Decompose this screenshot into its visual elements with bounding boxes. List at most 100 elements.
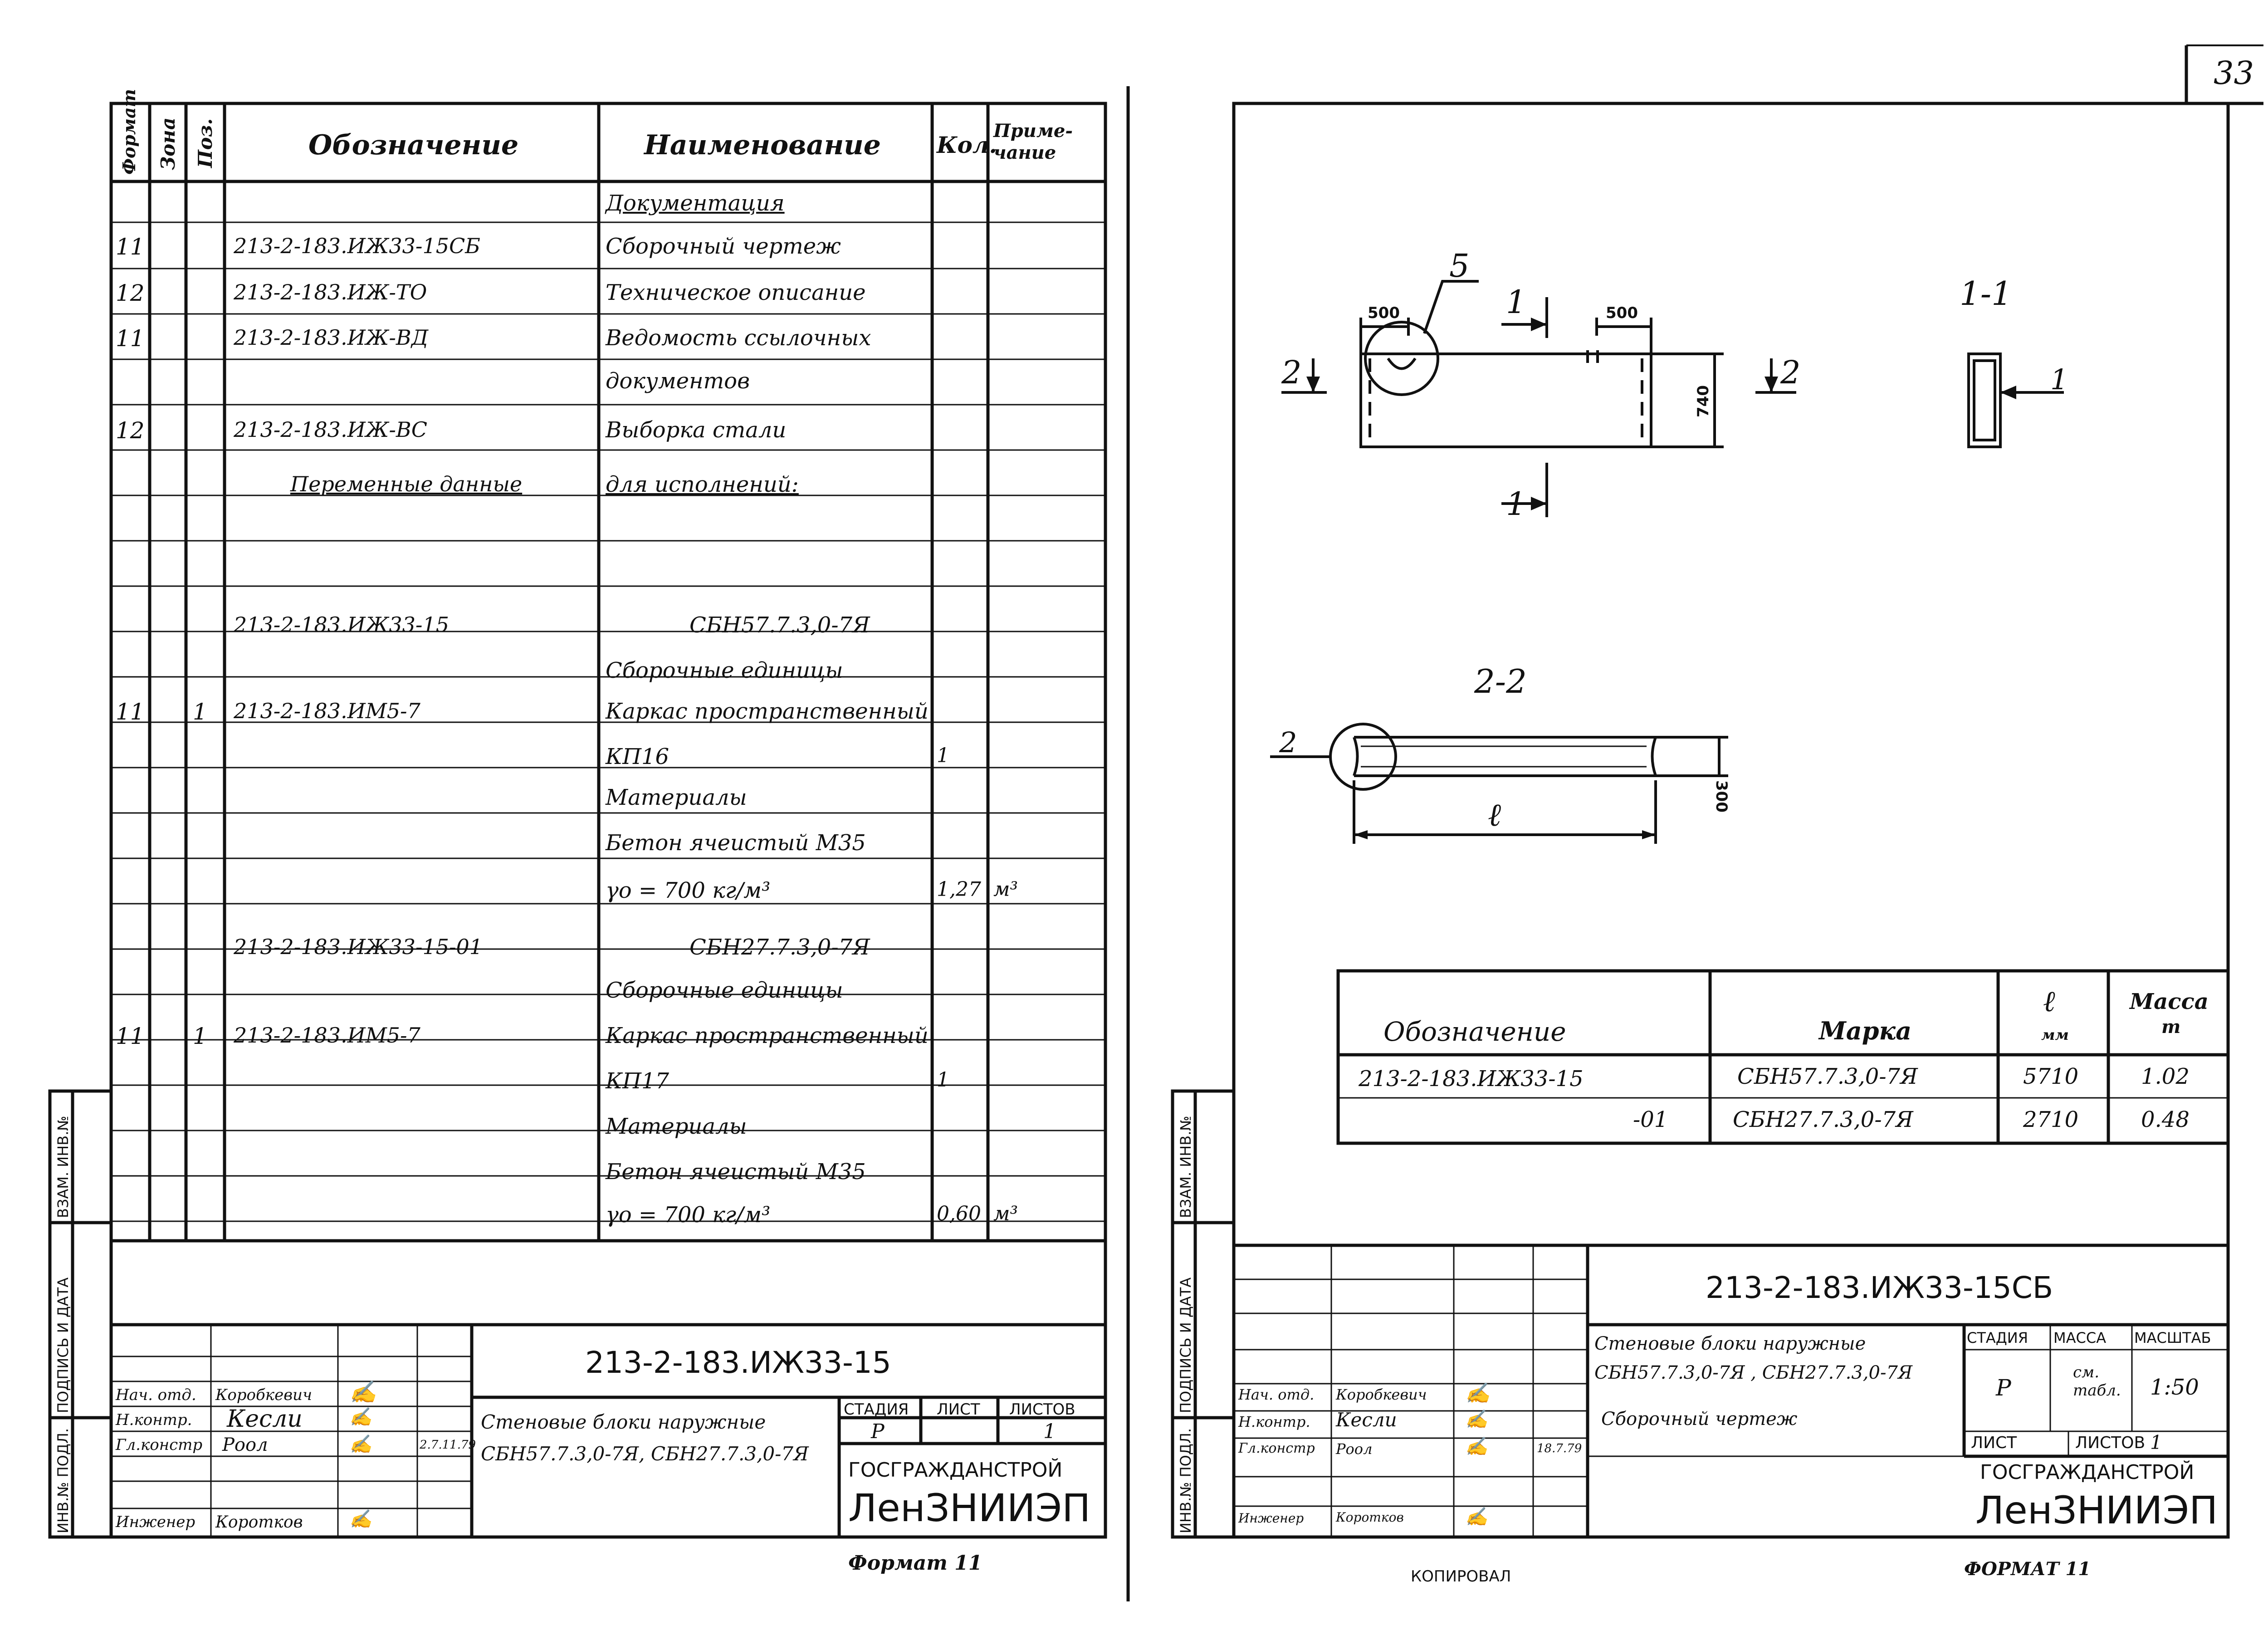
spec-name-cell: КП17 xyxy=(606,1068,670,1094)
spec-name-cell: КП16 xyxy=(606,744,670,769)
spec-designation-cell: 213-2-183.ИМ5-7 xyxy=(234,1023,420,1048)
role-norm-control-right: Н.контр. xyxy=(1238,1413,1310,1430)
institute-name: ЛенЗНИИЭП xyxy=(848,1486,1091,1530)
doc-subtitle-right: Сборочный чертеж xyxy=(1601,1409,1798,1429)
spec-format-cell: 11 xyxy=(116,325,145,352)
sheets-label: ЛИСТОВ xyxy=(1009,1400,1075,1419)
spec-name-cell: Каркас пространственный xyxy=(606,1023,929,1048)
dim-740: 740 xyxy=(1694,385,1712,417)
side-label-sign-date: ПОДПИСЬ И ДАТА xyxy=(54,1277,72,1413)
signature-1: ✍ xyxy=(349,1380,376,1405)
marks-row1-designation: 213-2-183.ИЖ33-15 xyxy=(1359,1066,1584,1092)
signature-right-4: ✍ xyxy=(1465,1507,1488,1527)
side-label-repl-inv-right: ВЗАМ. ИНВ.№ xyxy=(1177,1116,1194,1218)
spec-note-cell: м³ xyxy=(993,878,1018,901)
spec-format-cell: 11 xyxy=(116,699,145,725)
marks-header-length-unit: мм xyxy=(2041,1026,2069,1043)
spec-name-cell: Техническое описание xyxy=(606,280,866,305)
signature-3: ✍ xyxy=(349,1434,372,1455)
side-label-inv-orig-right: ИНВ.№ ПОДЛ. xyxy=(1177,1428,1194,1533)
name-engineer-right: Коротков xyxy=(1336,1510,1404,1525)
marks-row1-length: 5710 xyxy=(2023,1064,2079,1089)
role-chief-designer-right: Гл.констр xyxy=(1238,1440,1315,1456)
name-norm-control: Кесли xyxy=(227,1405,303,1433)
marks-header-mass: Масса xyxy=(2130,989,2209,1014)
spec-name-cell: Выборка стали xyxy=(606,417,787,443)
marks-header-mass-unit: т xyxy=(2161,1016,2181,1038)
spec-pos-cell: 1 xyxy=(193,1023,207,1049)
header-pos: Поз. xyxy=(194,118,216,168)
spec-format-cell: 12 xyxy=(116,280,145,306)
spec-format-cell: 11 xyxy=(116,234,145,260)
doc-title: Стеновые блоки наружные СБН57.7.3,0-7Я, … xyxy=(481,1411,809,1465)
spec-name-cell: Бетон ячеистый М35 xyxy=(606,830,866,856)
signature-4: ✍ xyxy=(349,1509,372,1530)
section-title-1-1: 1-1 xyxy=(1960,274,2012,313)
signature-right-1: ✍ xyxy=(1465,1382,1490,1405)
dim-500-right: 500 xyxy=(1606,304,1638,322)
sheets-label-right: ЛИСТОВ xyxy=(2075,1434,2146,1452)
marks-header-mark: Марка xyxy=(1819,1016,1912,1045)
spec-name-cell: СБН57.7.3,0-7Я xyxy=(689,612,870,638)
role-chief-designer: Гл.констр xyxy=(116,1436,203,1454)
marks-row2-mark: СБН27.7.3,0-7Я xyxy=(1733,1107,1913,1132)
name-chief-designer-right: Роол xyxy=(1336,1440,1373,1458)
signature-right-2: ✍ xyxy=(1465,1409,1488,1430)
marks-row2-mass: 0.48 xyxy=(2141,1107,2190,1132)
scale-label-right: МАСШТАБ xyxy=(2134,1329,2211,1346)
spec-designation-cell: 213-2-183.ИМ5-7 xyxy=(234,699,420,723)
spec-designation-cell: Переменные данные xyxy=(290,472,523,496)
spec-designation-cell: 213-2-183.ИЖ33-15 xyxy=(234,612,449,637)
spec-name-cell: Материалы xyxy=(606,785,747,810)
marks-row1-mark: СБН57.7.3,0-7Я xyxy=(1737,1064,1918,1089)
spec-format-cell: 12 xyxy=(116,417,145,444)
doc-code-right: 213-2-183.ИЖ33-15СБ xyxy=(1706,1270,2053,1305)
copied-by-label: КОПИРОВАЛ xyxy=(1411,1567,1511,1586)
spec-name-cell: СБН27.7.3,0-7Я xyxy=(689,935,870,960)
role-head-dept-right: Нач. отд. xyxy=(1238,1386,1315,1403)
header-designation: Обозначение xyxy=(308,129,519,161)
spec-name-cell: Сборочные единицы xyxy=(606,978,843,1003)
marks-row1-mass: 1.02 xyxy=(2141,1064,2190,1089)
spec-name-cell: Документация xyxy=(606,191,785,216)
mass-value-right: см. табл. xyxy=(2073,1363,2121,1400)
spec-name-cell: Материалы xyxy=(606,1114,747,1139)
stage-label: СТАДИЯ xyxy=(844,1400,909,1419)
spec-format-cell: 11 xyxy=(116,1023,145,1049)
spec-name-cell: Каркас пространственный xyxy=(606,699,929,724)
stage-value-right: Р xyxy=(1996,1375,2011,1401)
spec-name-cell: γo = 700 кг/м³ xyxy=(606,1202,771,1228)
name-chief-designer: Роол xyxy=(222,1434,268,1455)
section-mark-1-top: 1 xyxy=(1506,284,1526,321)
sheet-label-right: ЛИСТ xyxy=(1971,1434,2017,1452)
spec-designation-cell: 213-2-183.ИЖ33-15СБ xyxy=(234,234,480,258)
doc-title-right: Стеновые блоки наружные СБН57.7.3,0-7Я ,… xyxy=(1594,1333,1913,1383)
section-mark-2-right: 2 xyxy=(1780,354,1801,391)
spec-name-cell: Сборочный чертеж xyxy=(606,234,841,259)
role-norm-control: Н.контр. xyxy=(116,1411,192,1429)
sheet-label: ЛИСТ xyxy=(937,1400,980,1419)
section-1-1-leader: 1 xyxy=(2050,363,2068,396)
marks-row2-designation: -01 xyxy=(1633,1107,1668,1132)
section-mark-2-left: 2 xyxy=(1281,354,1302,391)
dim-500-left: 500 xyxy=(1368,304,1400,322)
name-head-dept-right: Коробкевич xyxy=(1336,1386,1427,1403)
name-norm-control-right: Кесли xyxy=(1336,1409,1397,1431)
mass-label-right: МАССА xyxy=(2053,1329,2107,1346)
signature-2: ✍ xyxy=(349,1407,372,1428)
spec-note-cell: м³ xyxy=(993,1202,1018,1225)
stage-label-right: СТАДИЯ xyxy=(1967,1329,2028,1346)
role-head-dept: Нач. отд. xyxy=(116,1386,196,1404)
header-name: Наименование xyxy=(644,129,881,161)
side-label-sign-date-right: ПОДПИСЬ И ДАТА xyxy=(1177,1277,1194,1413)
scale-value-right: 1:50 xyxy=(2150,1375,2199,1400)
format-note-right: ФОРМАТ 11 xyxy=(1964,1558,2091,1580)
role-engineer-right: Инженер xyxy=(1238,1511,1304,1526)
spec-name-cell: Сборочные единицы xyxy=(606,658,843,683)
spec-designation-cell: 213-2-183.ИЖ-ТО xyxy=(234,280,427,304)
detail-leader-2: 2 xyxy=(1279,726,1297,759)
marks-header-designation: Обозначение xyxy=(1383,1016,1566,1047)
dim-300: 300 xyxy=(1712,780,1730,813)
org-name-right: ГОСГРАЖДАНСТРОЙ xyxy=(1980,1461,2195,1484)
